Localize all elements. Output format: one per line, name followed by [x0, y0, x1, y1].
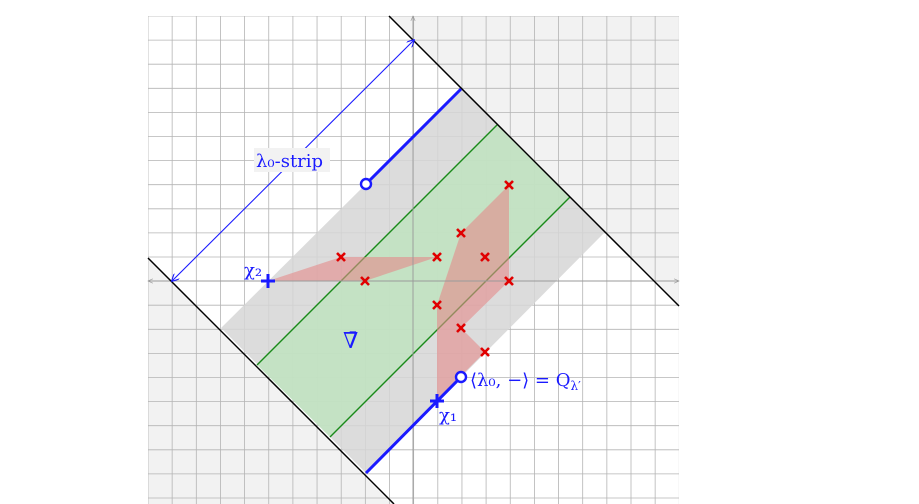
blue-ray-bottom: [364, 375, 463, 475]
red-polygon-right: [437, 185, 509, 400]
cross-marker-icon: [456, 228, 466, 238]
cross-marker-icon: [480, 347, 490, 357]
cross-marker-icon: [504, 180, 514, 190]
red-markers: [336, 180, 514, 357]
plus-marker-icon: [261, 274, 275, 288]
nabla-label: ∇̄: [343, 329, 358, 354]
strip-label-bg: [254, 148, 330, 172]
chi1-label: χ₁: [439, 405, 457, 426]
strip-label: λ₀-strip: [256, 151, 323, 172]
boundary-line-upper: [388, 15, 680, 307]
cross-marker-icon: [456, 323, 466, 333]
cross-marker-icon: [432, 252, 442, 262]
plus-marker-icon: [430, 394, 444, 408]
cross-marker-icon: [432, 300, 442, 310]
cross-marker-icon: [504, 276, 514, 286]
cross-marker-icon: [480, 252, 490, 262]
open-circle-icon: [359, 177, 373, 191]
chi2-label: χ₂: [244, 260, 262, 281]
cross-marker-icon: [360, 276, 370, 286]
cross-marker-icon: [336, 252, 346, 262]
boundary-line-lower: [147, 257, 395, 504]
open-circle-icon: [454, 370, 468, 384]
pairing-label: ⟨λ₀, −⟩ = Qλ′: [470, 370, 581, 393]
pairing-subscript: λ′: [570, 379, 581, 393]
